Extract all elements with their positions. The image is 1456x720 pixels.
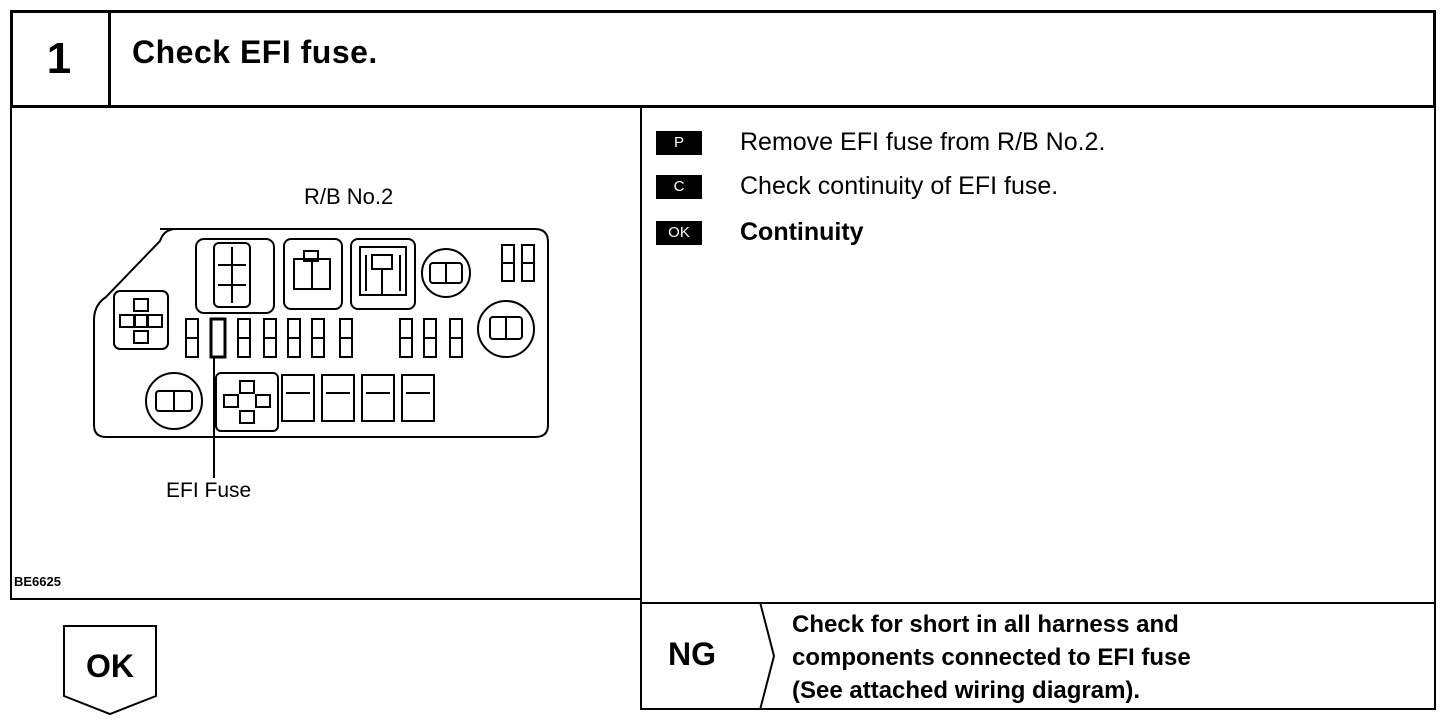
figure-code: BE6625 <box>14 574 61 589</box>
procedure-badge: P <box>656 130 702 155</box>
relay-block-title: R/B No.2 <box>304 184 394 209</box>
step-number: 1 <box>46 34 72 83</box>
ok-text: Continuity <box>740 218 864 246</box>
round-relay-2 <box>477 300 535 358</box>
cross-connector-2 <box>215 372 279 432</box>
fuse-block-2 <box>321 374 355 422</box>
ng-result-box <box>640 602 1436 710</box>
ng-line-3: (See attached wiring diagram). <box>792 677 1141 704</box>
check-text: Check continuity of EFI fuse. <box>740 172 1059 200</box>
cross-connector-1 <box>113 290 169 350</box>
ng-line-2: components connected to EFI fuse <box>792 644 1191 671</box>
round-relay-3 <box>145 372 203 430</box>
ok-badge: OK <box>656 220 702 245</box>
ng-action-text: Check for short in all harness and compo… <box>792 608 1432 707</box>
fuse-block-4 <box>401 374 435 422</box>
step-header <box>10 10 1436 108</box>
ng-line-1: Check for short in all harness and <box>792 611 1179 638</box>
procedure-text: Remove EFI fuse from R/B No.2. <box>740 128 1106 156</box>
fuse-block-3 <box>361 374 395 422</box>
relay-large-1 <box>195 238 275 314</box>
relay-3 <box>350 238 416 310</box>
relay-2 <box>283 238 343 310</box>
fuse-row <box>185 317 463 359</box>
callout-line-extension <box>213 444 215 478</box>
block-outline <box>93 228 549 438</box>
instruction-ok: OK Continuity <box>656 218 864 247</box>
ok-arrow-tag <box>63 625 157 716</box>
step-title: Check EFI fuse. <box>132 34 378 70</box>
fuse-block-1 <box>281 374 315 422</box>
ok-result-label: OK <box>86 648 134 684</box>
ng-label: NG <box>668 636 716 672</box>
relay-block-diagram <box>93 228 549 445</box>
check-badge: C <box>656 174 702 199</box>
header-divider <box>108 10 111 108</box>
efi-fuse <box>209 317 227 359</box>
instruction-procedure: P Remove EFI fuse from R/B No.2. <box>656 128 1105 157</box>
instruction-check: C Check continuity of EFI fuse. <box>656 172 1058 201</box>
ng-arrow-icon <box>759 602 776 710</box>
efi-fuse-label: EFI Fuse <box>166 479 252 502</box>
round-relay-1 <box>421 248 471 298</box>
